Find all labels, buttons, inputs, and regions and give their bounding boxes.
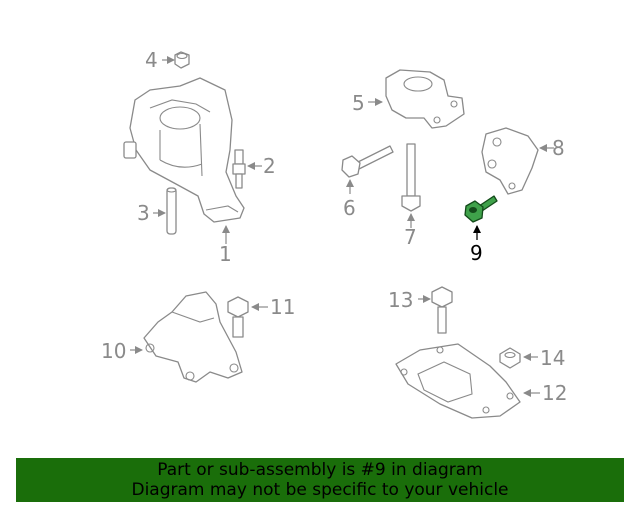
callout-3[interactable]: 3 [137, 201, 150, 225]
part-1-engine-mount[interactable] [123, 77, 245, 223]
part-6-bolt[interactable] [341, 145, 394, 178]
callout-10[interactable]: 10 [101, 339, 126, 363]
part-9-bolt-highlighted[interactable] [464, 195, 498, 223]
callout-1[interactable]: 1 [219, 242, 232, 266]
part-5-insulator[interactable] [385, 69, 465, 129]
part-14-nut[interactable] [499, 347, 521, 369]
info-banner: Part or sub-assembly is #9 in diagram Di… [16, 458, 624, 502]
callout-12[interactable]: 12 [542, 381, 567, 405]
part-7-bolt[interactable] [401, 143, 421, 212]
part-8-bracket[interactable] [481, 127, 539, 195]
callout-14[interactable]: 14 [540, 346, 565, 370]
callout-13[interactable]: 13 [388, 288, 413, 312]
callout-9[interactable]: 9 [470, 241, 483, 265]
banner-line-2: Diagram may not be specific to your vehi… [131, 480, 509, 500]
part-4-nut[interactable] [174, 51, 190, 69]
callout-11[interactable]: 11 [270, 295, 295, 319]
part-2-stud[interactable] [232, 149, 246, 189]
part-3-pin[interactable] [166, 187, 177, 235]
part-11-bolt[interactable] [227, 296, 249, 338]
part-13-bolt[interactable] [431, 286, 453, 334]
callout-8[interactable]: 8 [552, 136, 565, 160]
callout-6[interactable]: 6 [343, 196, 356, 220]
callout-7[interactable]: 7 [404, 225, 417, 249]
callout-2[interactable]: 2 [263, 154, 276, 178]
part-10-bracket[interactable] [143, 291, 243, 383]
callout-5[interactable]: 5 [352, 91, 365, 115]
banner-line-1: Part or sub-assembly is #9 in diagram [157, 460, 483, 480]
part-12-plate[interactable] [395, 343, 521, 419]
callout-4[interactable]: 4 [145, 48, 158, 72]
parts-diagram: 4 1 2 3 5 6 7 [101, 48, 567, 419]
